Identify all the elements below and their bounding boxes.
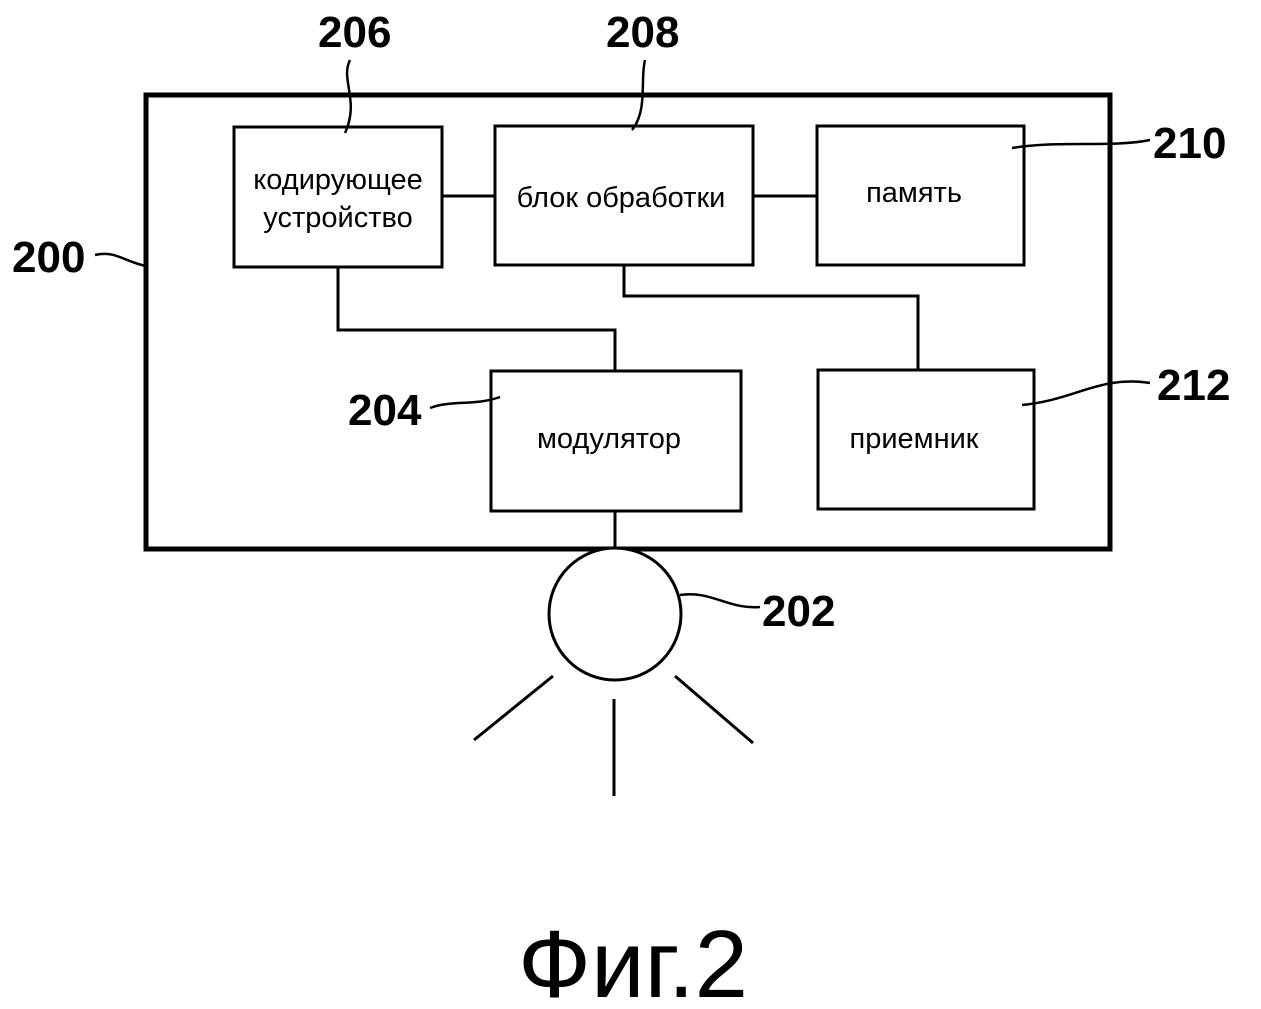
leader-200: [94, 252, 147, 268]
light-source-circle: [547, 546, 683, 682]
memory-label: память: [866, 177, 962, 209]
modulator-label: модулятор: [537, 423, 681, 455]
encoder-box: [232, 125, 444, 269]
encoder-label-line1: кодирующее: [253, 164, 422, 196]
wire-processor-receiver: [622, 265, 920, 370]
ref-204: 204: [348, 386, 422, 435]
figure-caption: Фиг.2: [518, 911, 748, 1009]
receiver-label: приемник: [850, 423, 979, 455]
processor-box: [493, 124, 755, 267]
ref-210: 210: [1153, 119, 1226, 168]
wire-encoder-modulator: [336, 267, 617, 371]
leader-208: [630, 59, 647, 131]
ref-200: 200: [12, 233, 85, 282]
leader-210: [1011, 138, 1151, 150]
ref-208: 208: [606, 8, 679, 57]
leader-202: [679, 592, 761, 609]
leader-204: [429, 395, 501, 410]
processor-block: блок обработки: [493, 124, 755, 267]
encoder-block: кодирующее устройство: [232, 125, 444, 269]
leader-212: [1021, 380, 1151, 407]
ref-202: 202: [762, 587, 835, 636]
modulator-box: [489, 369, 743, 513]
memory-block: память: [815, 124, 1026, 267]
ref-212: 212: [1157, 361, 1230, 410]
receiver-box: [816, 368, 1036, 511]
receiver-block: приемник: [816, 368, 1036, 511]
encoder-label-line2: устройство: [263, 202, 412, 234]
modulator-block: модулятор: [489, 369, 743, 513]
processor-label: блок обработки: [517, 182, 726, 214]
light-ray-left: [473, 674, 554, 742]
memory-box: [815, 124, 1026, 267]
ref-206: 206: [318, 8, 391, 57]
light-ray-right: [674, 674, 754, 745]
leader-206: [343, 59, 353, 134]
